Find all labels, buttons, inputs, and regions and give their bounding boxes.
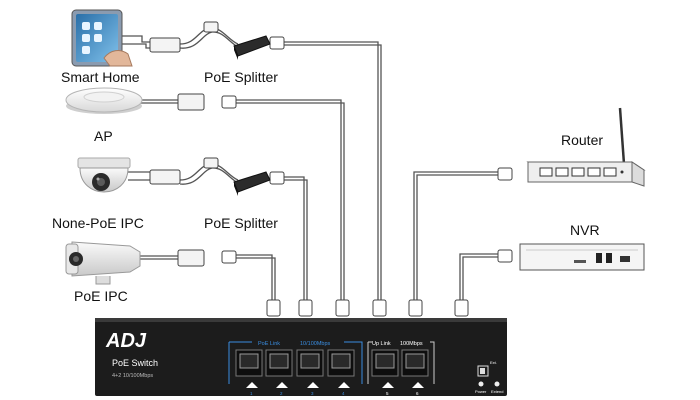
port-number-5: 5 bbox=[386, 391, 389, 396]
label-poe-ipc: PoE IPC bbox=[74, 288, 128, 304]
uplink-label: Up Link bbox=[372, 341, 391, 347]
label-poe-splitter-bottom: PoE Splitter bbox=[204, 215, 278, 231]
poe-speed-label: 10/100Mbps bbox=[300, 341, 331, 347]
none-poe-ipc-icon bbox=[77, 157, 131, 193]
port-number-4: 4 bbox=[342, 391, 345, 396]
power-label: Power bbox=[475, 389, 487, 394]
port-arrows bbox=[246, 382, 424, 388]
port-group-poe bbox=[235, 349, 355, 377]
port-group-uplink bbox=[371, 349, 429, 377]
cable-plugs bbox=[149, 21, 219, 267]
ext-switch[interactable] bbox=[477, 365, 489, 377]
cable-poe-ipc-to-switch bbox=[236, 254, 273, 300]
poe-ipc-icon bbox=[65, 241, 141, 285]
port-number-6: 6 bbox=[416, 391, 419, 396]
poe-splitter-bottom-icon bbox=[233, 171, 271, 196]
switch-spec: 4+2 10/100Mbps bbox=[112, 373, 153, 379]
rj45-connectors bbox=[221, 36, 513, 317]
ap-icon bbox=[65, 87, 143, 114]
cable-router-to-switch bbox=[413, 171, 512, 300]
label-poe-splitter-top: PoE Splitter bbox=[204, 69, 278, 85]
switch-brand-logo: ADJ bbox=[105, 330, 147, 352]
poe-link-label: PoE Link bbox=[258, 341, 280, 347]
power-led bbox=[478, 381, 484, 387]
cable-ap-to-switch bbox=[236, 99, 342, 300]
uplink-speed-label: 100Mbps bbox=[400, 341, 423, 347]
label-smart-home: Smart Home bbox=[61, 69, 140, 85]
cable-splitter-bottom-to-switch bbox=[284, 176, 305, 300]
label-router: Router bbox=[561, 132, 604, 148]
cable-nvr-to-switch bbox=[459, 253, 512, 300]
extend-led bbox=[494, 381, 500, 387]
label-ap: AP bbox=[94, 128, 113, 144]
extend-label: Extend bbox=[491, 389, 503, 394]
ext-switch-label: Ext. bbox=[490, 360, 497, 365]
port-number-3: 3 bbox=[311, 391, 314, 396]
router-icon bbox=[526, 107, 646, 187]
port-number-2: 2 bbox=[280, 391, 283, 396]
label-nvr: NVR bbox=[570, 222, 600, 238]
label-none-poe-ipc: None-PoE IPC bbox=[52, 215, 144, 231]
port-number-1: 1 bbox=[250, 391, 253, 396]
cables bbox=[120, 27, 512, 300]
poe-splitter-top-icon bbox=[233, 35, 271, 60]
switch-model: PoE Switch bbox=[112, 358, 158, 368]
nvr-icon bbox=[519, 243, 645, 271]
cable-splitter-top-to-switch bbox=[284, 41, 379, 300]
smart-home-icon bbox=[71, 9, 133, 67]
poe-switch bbox=[95, 318, 507, 396]
